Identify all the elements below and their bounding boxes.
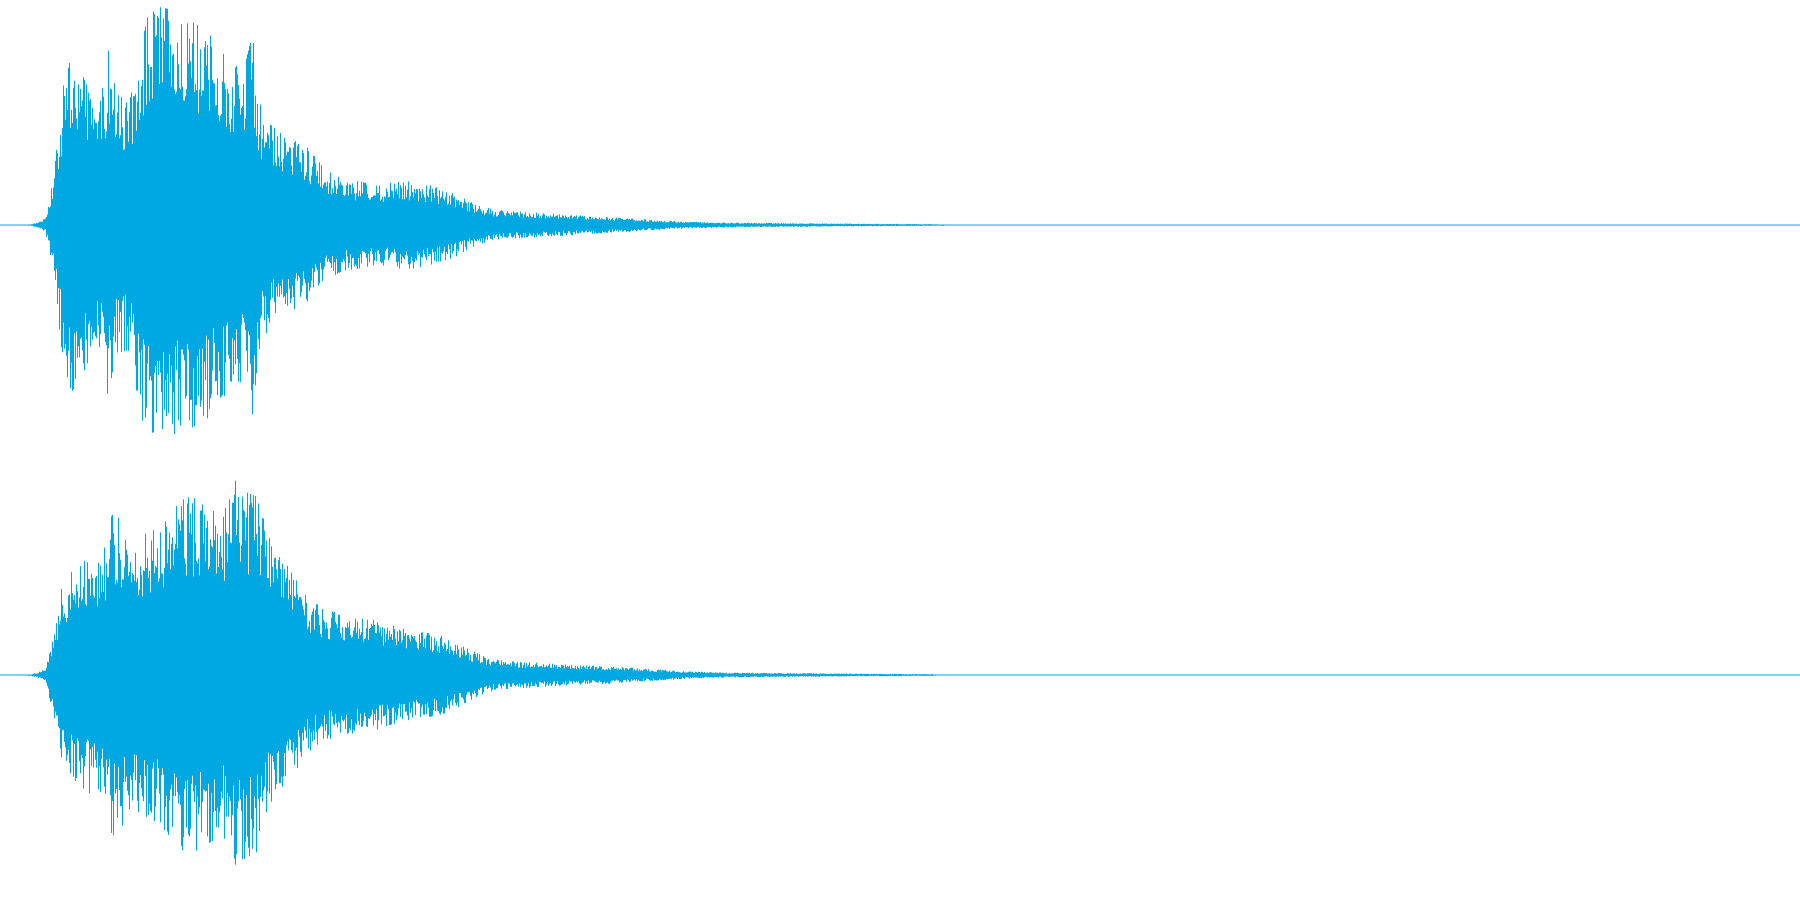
channel-1-signal xyxy=(28,7,944,434)
channel-1-waveform xyxy=(0,7,1800,434)
channel-2-signal xyxy=(28,480,936,865)
channel-2-waveform xyxy=(0,480,1800,865)
